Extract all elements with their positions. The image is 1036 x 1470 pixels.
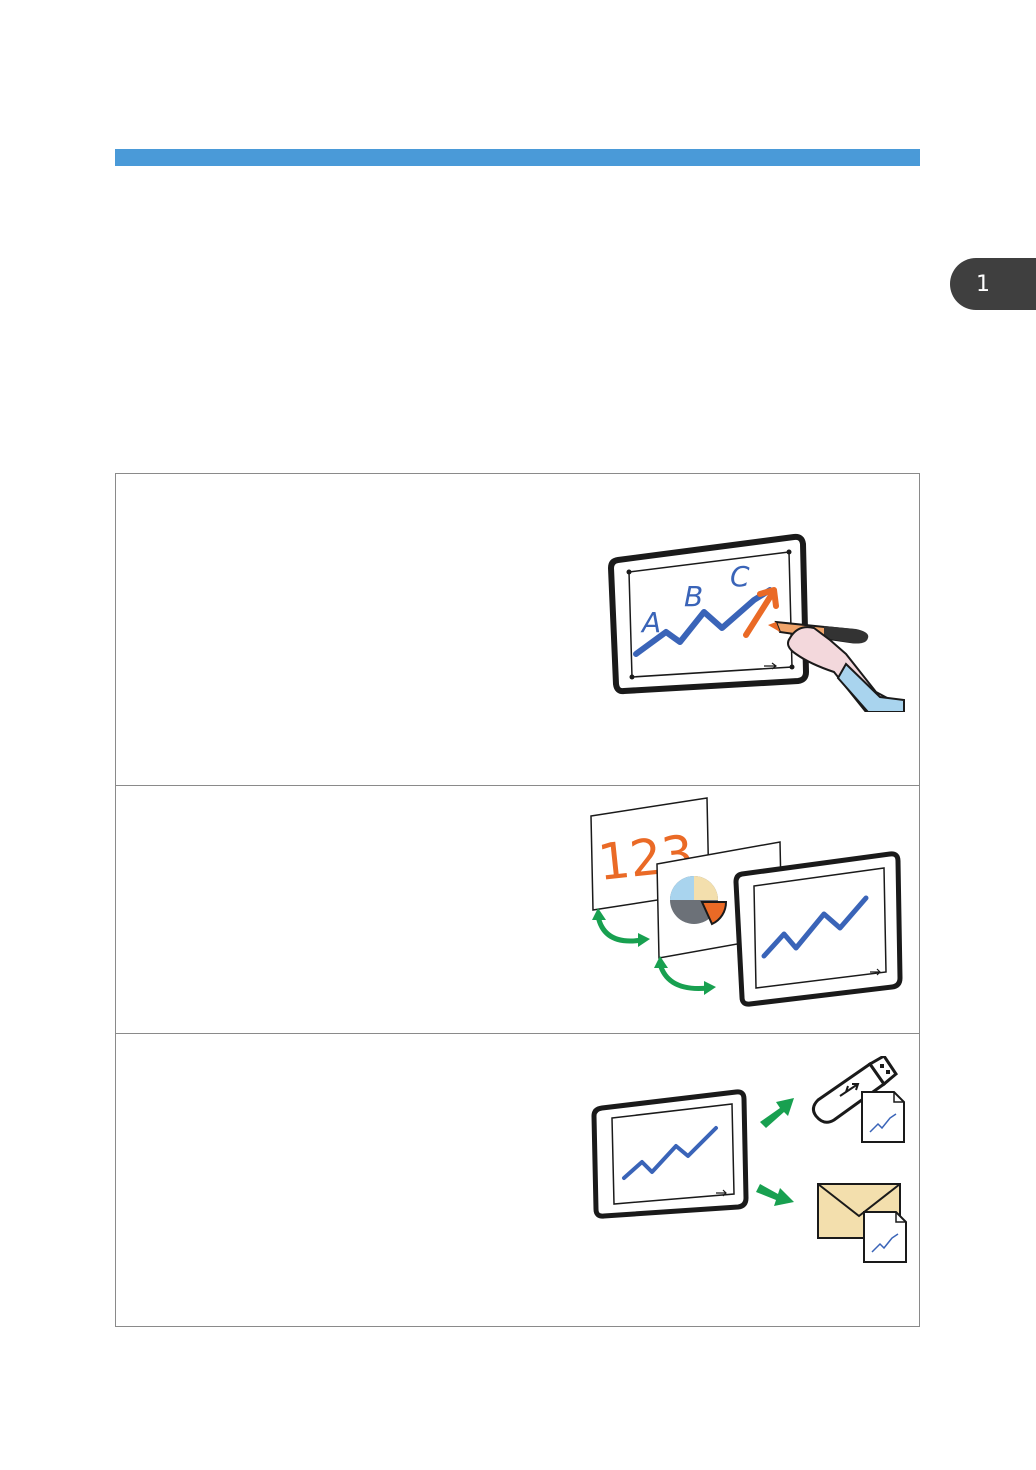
whiteboard-icon (594, 1092, 746, 1216)
chapter-header-bar (115, 149, 920, 166)
chapter-tab[interactable]: 1 (950, 258, 1036, 310)
board-letter-c: C (730, 560, 750, 593)
document-icon (864, 1212, 906, 1262)
feature-row-pages: 123 (116, 786, 919, 1034)
pages-illustration: 123 (584, 796, 906, 1018)
writing-illustration: A B C (584, 532, 908, 712)
board-letter-a: A (640, 606, 661, 639)
feature-table: A B C 123 (115, 473, 920, 1327)
document-icon (862, 1092, 904, 1142)
chapter-number: 1 (976, 272, 990, 297)
board-letter-b: B (684, 580, 703, 613)
saving-illustration (584, 1056, 910, 1276)
green-arrow-icon (760, 1098, 794, 1128)
feature-row-writing: A B C (116, 474, 919, 786)
whiteboard-icon (736, 854, 900, 1004)
green-arrow-icon (756, 1184, 794, 1206)
feature-row-saving (116, 1034, 919, 1326)
